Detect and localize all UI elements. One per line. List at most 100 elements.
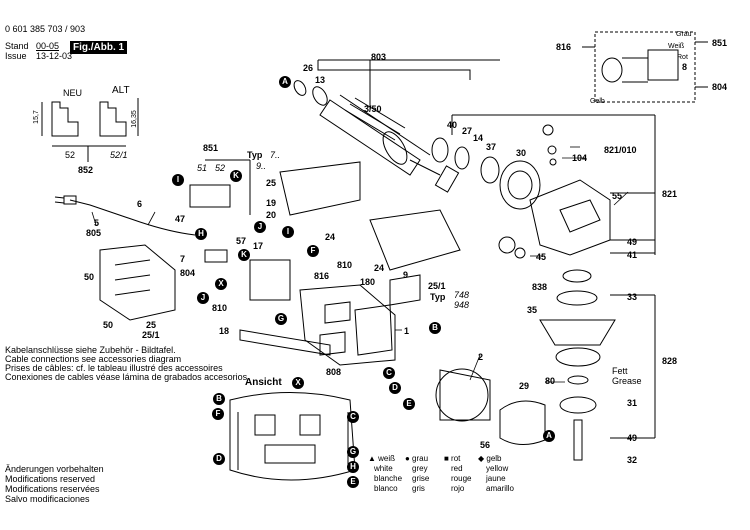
part-56: 56 (480, 440, 491, 450)
part-35: 35 (527, 305, 538, 315)
part-810-left: 810 (212, 303, 228, 313)
part-55: 55 (612, 191, 623, 201)
part-810-right: 810 (337, 260, 353, 270)
callout-c-view: C (347, 411, 359, 423)
typ-value-1b: 9.. (256, 161, 267, 171)
part-50-top: 50 (84, 272, 95, 282)
part-803: 803 (371, 52, 387, 62)
neu-label: NEU (63, 88, 83, 98)
callout-g-view: G (347, 446, 359, 458)
legend-grey-2: grey (412, 464, 428, 473)
callout-g: G (275, 313, 287, 325)
callout-i: I (172, 174, 184, 186)
part-24-upper: 24 (325, 232, 336, 242)
callout-j-bottom: J (197, 292, 209, 304)
ansicht-letter: X (292, 377, 304, 389)
part-37: 37 (486, 142, 497, 152)
part-57: 57 (236, 236, 247, 246)
callout-a-bottom: A (543, 430, 555, 442)
part-852: 852 (78, 165, 94, 175)
part-6: 6 (137, 199, 143, 209)
inset-grau: Grau (676, 31, 692, 38)
dim-left: 15,7 (32, 110, 40, 124)
cable (54, 195, 196, 236)
motor-housing (299, 284, 546, 445)
legend-red-2: red (451, 464, 463, 473)
part-805: 805 (86, 228, 102, 238)
legend-grey-4: gris (412, 484, 425, 493)
part-808: 808 (326, 367, 342, 377)
part-816: 816 (314, 271, 330, 281)
part-25-1-left: 25/1 (142, 330, 160, 340)
callout-i-right: I (282, 226, 294, 238)
dim-right: 16,35 (130, 110, 138, 128)
legend-white-2: white (374, 464, 393, 473)
part-33: 33 (627, 292, 638, 302)
gear-parts (431, 114, 655, 210)
part-18: 18 (219, 326, 230, 336)
callout-e-view: E (347, 476, 359, 488)
part-180: 180 (360, 277, 376, 287)
inset-8: 8 (682, 62, 688, 72)
callout-f-view: F (212, 408, 224, 420)
part-26: 26 (303, 63, 314, 73)
neu-alt-detail (41, 98, 139, 162)
inset-gelb: Gelb (590, 98, 605, 105)
stand-value: 00-05 (36, 41, 60, 51)
part-828: 828 (662, 356, 678, 366)
part-50-bottom: 50 (103, 320, 114, 330)
mod-fr: Modifications reservées (5, 484, 100, 494)
typ-label-1: Typ (247, 150, 263, 160)
leader-lines (91, 146, 629, 383)
legend-yellow-4: amarillo (486, 484, 515, 493)
legend-yellow-3: jaune (486, 474, 506, 483)
part-838: 838 (532, 282, 548, 292)
part-19: 19 (266, 198, 277, 208)
mod-de: Änderungen vorbehalten (5, 464, 104, 474)
inset-weiss: Weiß (668, 43, 685, 50)
callout-b-view: B (213, 393, 225, 405)
callout-d-view: D (213, 453, 225, 465)
part-31: 31 (627, 398, 638, 408)
callout-x: X (215, 278, 227, 290)
grease-label: Grease (612, 376, 642, 386)
callout-d: D (389, 382, 401, 394)
part-851: 851 (203, 143, 219, 153)
legend-grey-1: ● grau (405, 454, 429, 463)
fett-label: Fett (612, 366, 628, 376)
inset-rot: Rot (677, 54, 688, 61)
part-30: 30 (516, 148, 527, 158)
legend-red-3: rouge (451, 474, 472, 483)
doc-number: 0 601 385 703 / 903 (5, 24, 86, 34)
legend-grey-3: grise (412, 474, 430, 483)
cable-note-de: Kabelanschlüsse siehe Zubehör - Bildtafe… (5, 345, 176, 355)
part-821-010: 821/010 (604, 145, 637, 155)
legend-yellow-1: ◆ gelb (478, 454, 502, 463)
part-52: 52 (215, 163, 226, 173)
cable-note-en: Cable connections see accessories diagra… (5, 354, 182, 364)
part-49-top: 49 (627, 237, 638, 247)
legend-yellow-2: yellow (486, 464, 509, 473)
part-3-50: 3/50 (364, 104, 382, 114)
alt-label: ALT (112, 85, 130, 96)
callout-h: H (195, 228, 207, 240)
callout-k-top: K (230, 170, 242, 182)
callout-h-view: H (347, 461, 359, 473)
part-25-left: 25 (146, 320, 157, 330)
legend-white-4: blanco (374, 484, 398, 493)
typ-value-1: 7.. (270, 150, 281, 160)
mod-en: Modifications reserved (5, 474, 96, 484)
part-821: 821 (662, 189, 678, 199)
issue-value: 13-12-03 (36, 51, 73, 61)
part-13: 13 (315, 75, 326, 85)
part-2: 2 (478, 352, 484, 362)
typ-label-2: Typ (430, 292, 446, 302)
part-40: 40 (447, 120, 458, 130)
spindle-assembly (539, 269, 656, 461)
legend-red-4: rojo (451, 484, 465, 493)
part-49-bottom: 49 (627, 433, 638, 443)
callout-b: B (429, 322, 441, 334)
cable-note-es: Conexiones de cables véase lámina de gra… (5, 372, 248, 382)
legend-white-3: blanche (374, 474, 403, 483)
